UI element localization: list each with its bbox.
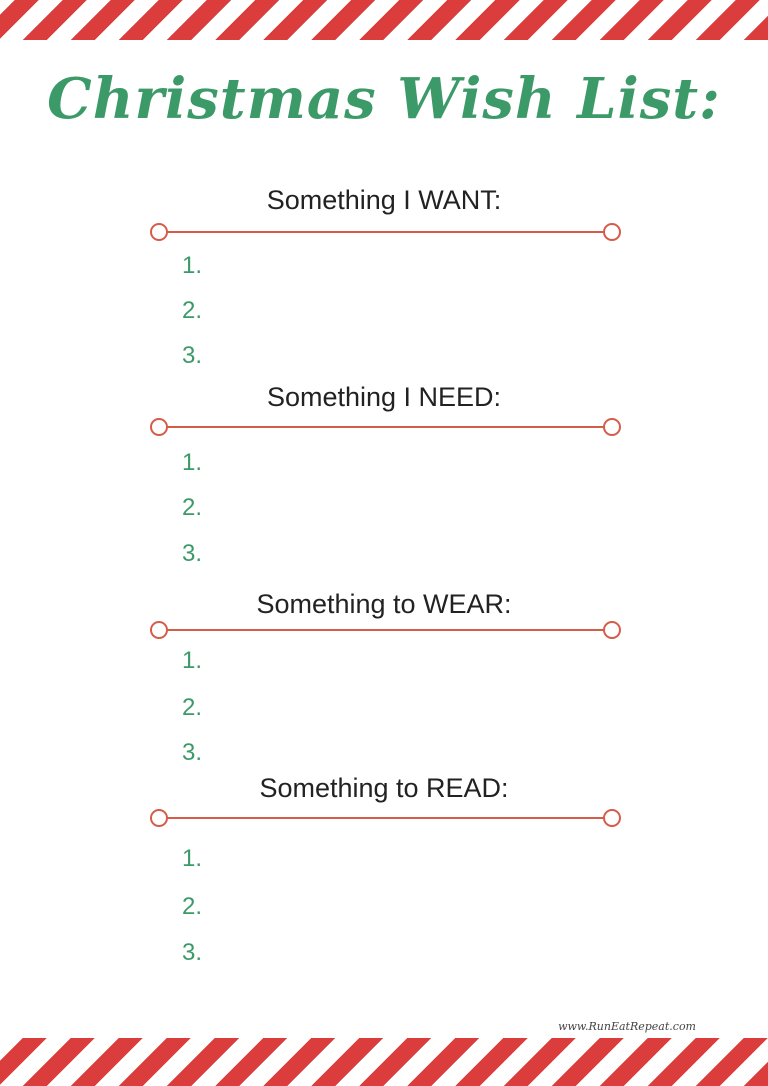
footer-website: www.RunEatRepeat.com (558, 1020, 696, 1033)
list-item-number: 3. (182, 540, 203, 567)
section-divider (150, 620, 621, 640)
section-heading: Something I WANT: (266, 185, 502, 215)
section-heading: Something to READ: (259, 773, 509, 803)
section-divider (150, 808, 621, 828)
divider-circle-right (603, 621, 621, 639)
list-item-number: 2. (182, 297, 203, 324)
divider-circle-left (150, 223, 168, 241)
list-item-number: 2. (182, 494, 203, 521)
divider-line (166, 629, 605, 631)
section-heading: Something I NEED: (266, 382, 502, 412)
divider-circle-right (603, 223, 621, 241)
list-item-number: 3. (182, 342, 203, 369)
list-item-number: 3. (182, 939, 203, 966)
list-item-number: 1. (182, 647, 203, 674)
divider-circle-right (603, 809, 621, 827)
divider-circle-left (150, 621, 168, 639)
list-item-number: 2. (182, 893, 203, 920)
divider-circle-left (150, 809, 168, 827)
divider-circle-left (150, 418, 168, 436)
page-title: Christmas Wish List: (47, 66, 721, 132)
top-candy-stripe-border (0, 0, 768, 40)
section-divider (150, 417, 621, 437)
divider-line (166, 231, 605, 233)
list-item-number: 1. (182, 252, 203, 279)
list-item-number: 2. (182, 694, 203, 721)
list-item-number: 1. (182, 449, 203, 476)
bottom-candy-stripe-border (0, 1038, 768, 1086)
list-item-number: 3. (182, 739, 203, 766)
section-divider (150, 222, 621, 242)
divider-line (166, 426, 605, 428)
list-item-number: 1. (182, 845, 203, 872)
divider-circle-right (603, 418, 621, 436)
divider-line (166, 817, 605, 819)
section-heading: Something to WEAR: (256, 589, 512, 619)
